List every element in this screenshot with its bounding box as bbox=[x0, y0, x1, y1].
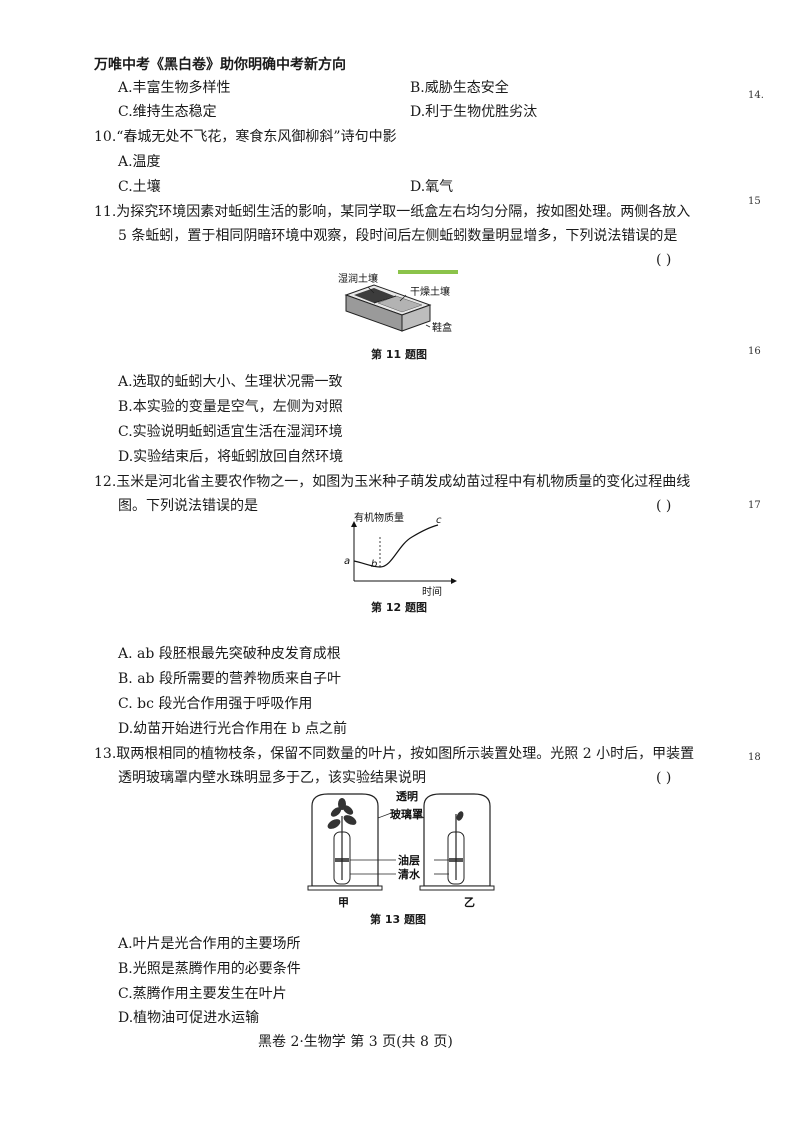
q12-stem-line1: 12.玉米是河北省主要农作物之一，如图为玉米种子萌发成幼苗过程中有机物质量的变化… bbox=[94, 474, 691, 490]
q10-option-d: D.氧气 bbox=[410, 179, 454, 195]
page-footer: 黑卷 2·生物学 第 3 页(共 8 页) bbox=[258, 1034, 453, 1050]
label-clear-water: 清水 bbox=[398, 867, 421, 881]
q11-option-d: D.实验结束后，将蚯蚓放回自然环境 bbox=[118, 449, 344, 465]
label-oil-layer: 油层 bbox=[398, 853, 420, 867]
q9-option-c: C.维持生态稳定 bbox=[118, 104, 217, 120]
q12-option-d: D.幼苗开始进行光合作用在 b 点之前 bbox=[118, 721, 348, 737]
q12-option-b: B. ab 段所需要的营养物质来自子叶 bbox=[118, 671, 341, 687]
q13-option-d: D.植物油可促进水运输 bbox=[118, 1010, 260, 1026]
q10-option-a: A.温度 bbox=[118, 154, 161, 170]
q13-stem-line2: 透明玻璃罩内壁水珠明显多于乙，该实验结果说明 bbox=[118, 770, 426, 786]
q10-stem: 10.“春城无处不飞花，寒食东风御柳斜”诗句中影 bbox=[94, 129, 397, 145]
divider bbox=[373, 295, 397, 304]
leaf-icon bbox=[338, 798, 346, 810]
glass-jar-right bbox=[423, 793, 491, 887]
side-number: 15 bbox=[748, 196, 761, 207]
leaf-icon bbox=[343, 815, 357, 825]
q10-option-c: C.土壤 bbox=[118, 179, 161, 195]
q11-figure-caption: 第 11 题图 bbox=[371, 348, 427, 361]
q11-stem-line2: 5 条蚯蚓，置于相同阴暗环境中观察，段时间后左侧蚯蚓数量明显增多，下列说法错误的… bbox=[118, 228, 678, 244]
organic-matter-curve bbox=[353, 524, 439, 568]
label-transparent: 透明 bbox=[396, 790, 418, 803]
side-number: 14. bbox=[748, 90, 764, 101]
q13-option-c: C.蒸腾作用主要发生在叶片 bbox=[118, 986, 287, 1002]
side-number: 17 bbox=[748, 500, 761, 511]
q13-option-b: B.光照是蒸腾作用的必要条件 bbox=[118, 961, 301, 977]
x-axis-label: 时间 bbox=[422, 585, 442, 598]
q13-figure-bell-jars: 透明 玻璃罩 油层 清水 甲 乙 bbox=[307, 790, 495, 909]
side-number: 16 bbox=[748, 346, 761, 357]
glass-jar-left bbox=[311, 793, 379, 887]
q9-option-a: A.丰富生物多样性 bbox=[118, 80, 231, 96]
q11-option-c: C.实验说明蚯蚓适宜生活在湿润环境 bbox=[118, 424, 343, 440]
point-c-label: c bbox=[436, 515, 442, 526]
q9-option-b: B.威胁生态安全 bbox=[410, 80, 509, 96]
q12-figure-curve: 有机物质量 a b c 时间 bbox=[344, 511, 457, 598]
label-dry-soil: 干燥土壤 bbox=[410, 285, 450, 298]
label-shoebox: 鞋盒 bbox=[432, 321, 452, 334]
page-header: 万唯中考《黑白卷》助你明确中考新方向 bbox=[94, 57, 346, 73]
q12-option-a: A. ab 段胚根最先突破种皮发育成根 bbox=[118, 646, 341, 662]
q13-answer-bracket: ( ) bbox=[656, 770, 672, 786]
leaf-icon bbox=[342, 805, 354, 815]
q12-stem-line2: 图。下列说法错误的是 bbox=[118, 498, 258, 514]
q11-option-a: A.选取的蚯蚓大小、生理状况需一致 bbox=[118, 374, 343, 390]
q9-option-d: D.利于生物优胜劣汰 bbox=[410, 104, 538, 120]
label-wet-soil: 湿润土壤 bbox=[338, 272, 378, 285]
label-jia: 甲 bbox=[338, 896, 349, 909]
leaf-icon bbox=[327, 819, 341, 829]
q13-stem-line1: 13.取两根相同的植物枝条，保留不同数量的叶片，按如图所示装置处理。光照 2 小… bbox=[94, 746, 695, 762]
leaf-icon bbox=[456, 811, 464, 821]
q13-figure-caption: 第 13 题图 bbox=[370, 913, 426, 926]
q11-answer-bracket: ( ) bbox=[656, 252, 672, 268]
q11-figure-shoebox: 湿润土壤 干燥土壤 鞋盒 bbox=[338, 270, 458, 334]
q12-option-c: C. bc 段光合作用强于呼吸作用 bbox=[118, 696, 313, 712]
q12-figure-caption: 第 12 题图 bbox=[371, 601, 427, 614]
wet-soil bbox=[354, 288, 394, 303]
q12-answer-bracket: ( ) bbox=[656, 498, 672, 514]
box-side bbox=[401, 304, 431, 332]
leaf-icon bbox=[330, 807, 342, 817]
side-number: 18 bbox=[748, 752, 761, 763]
q11-stem-line1: 11.为探究环境因素对蚯蚓生活的影响，某同学取一纸盒左右均匀分隔，按如图处理。两… bbox=[94, 204, 691, 220]
q11-option-b: B.本实验的变量是空气，左侧为对照 bbox=[118, 399, 343, 415]
q13-option-a: A.叶片是光合作用的主要场所 bbox=[118, 936, 301, 952]
label-glass-cover: 玻璃罩 bbox=[390, 807, 423, 821]
y-axis-label: 有机物质量 bbox=[354, 511, 404, 524]
point-b-label: b bbox=[371, 559, 377, 570]
point-a-label: a bbox=[344, 556, 350, 567]
label-yi: 乙 bbox=[464, 896, 475, 909]
